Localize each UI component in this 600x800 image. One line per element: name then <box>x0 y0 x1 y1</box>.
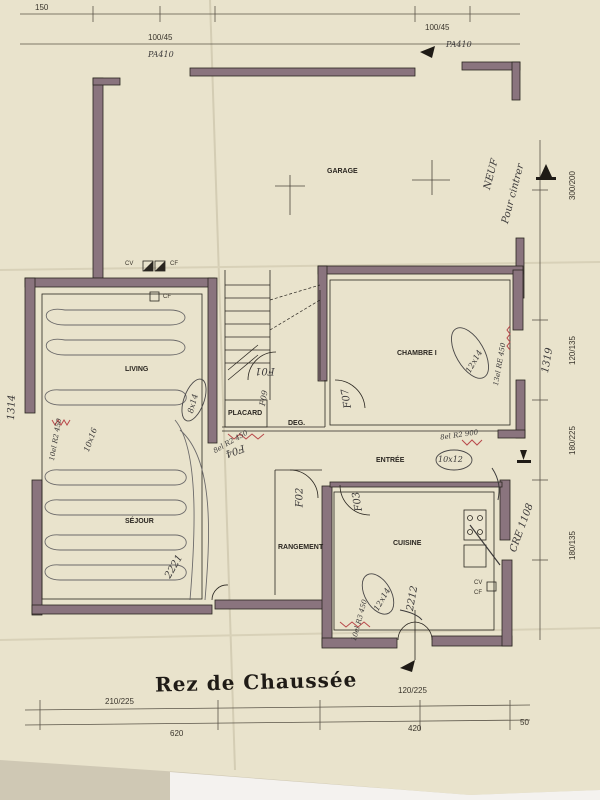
garage-wall-left <box>92 77 104 279</box>
dim-right-180-225: 180/225 <box>568 426 577 455</box>
inner-partitions <box>41 270 511 631</box>
room-label-entree: ENTRÉE <box>376 457 405 464</box>
chambre-wall-right-upper <box>512 269 524 331</box>
label-cf-2: CF <box>163 294 171 300</box>
chambre-wall-corner <box>497 429 526 439</box>
dim-bottom-620: 620 <box>170 729 184 738</box>
cuisine-wall-bottom-right <box>431 635 513 647</box>
living-wall-left-upper <box>24 277 36 414</box>
cuisine-wall-left <box>321 485 333 647</box>
room-label-chambre: CHAMBRE I <box>397 350 437 357</box>
section-markers <box>400 46 556 672</box>
door-swings <box>211 351 433 660</box>
dimension-lines-top <box>20 6 548 640</box>
cuisine-wall-bottom-left <box>321 637 398 649</box>
dim-top-150: 150 <box>35 3 49 12</box>
kitchen-fixtures <box>463 509 501 568</box>
note-pa410-right: PA410 <box>446 40 472 49</box>
walls <box>24 61 526 649</box>
paper-fold-vertical <box>209 0 236 771</box>
placard-outline <box>224 399 268 428</box>
room-label-deg: DEG. <box>288 420 306 427</box>
label-cv-2: CV <box>474 580 483 586</box>
note-pa410-left: PA410 <box>148 50 174 59</box>
living-heating-loops <box>44 308 209 601</box>
room-label-placard: PLACARD <box>228 410 263 417</box>
note-1314: 1314 <box>6 394 18 421</box>
dim-right-120-135: 120/135 <box>568 336 577 365</box>
note-10x12-entree: 10x12 <box>438 455 463 464</box>
pencil-arrows <box>399 467 500 621</box>
living-wall-bottom <box>31 604 213 615</box>
garage-wall-top-left <box>92 77 121 86</box>
dim-bottom-50: 50 <box>520 718 529 727</box>
garage-wall-top <box>189 67 416 77</box>
label-cf-3: CF <box>474 590 482 596</box>
dim-top-right-opening: 100/45 <box>425 23 450 32</box>
door-label-f02: F02 <box>294 487 306 508</box>
living-wall-left-lower <box>31 479 43 616</box>
cv-cf-boxes <box>142 260 497 592</box>
garage-wall-top-right <box>461 61 521 71</box>
label-cf-1: CF <box>170 261 178 267</box>
paper-fold-lower <box>0 627 600 641</box>
room-label-rangement: RANGEMENT <box>278 544 324 551</box>
cuisine-wall-top <box>329 481 503 488</box>
radiators <box>51 325 511 628</box>
living-wall-top <box>24 277 216 288</box>
living-wall-right <box>207 277 218 444</box>
staircase <box>225 284 321 381</box>
chambre-wall-left <box>317 265 328 382</box>
dim-bottom-420: 420 <box>408 724 422 733</box>
room-label-cuisine: CUISINE <box>393 540 422 547</box>
paper-under <box>170 772 600 800</box>
dimension-lines-bottom <box>24 700 531 730</box>
room-label-sejour: SÉJOUR <box>125 518 154 525</box>
dim-right-300-200: 300/200 <box>568 171 577 200</box>
door-label-f01: F01 <box>255 365 275 376</box>
room-label-living: LIVING <box>125 366 149 373</box>
room-label-garage: GARAGE <box>327 168 358 175</box>
cuisine-wall-right-upper <box>499 479 511 541</box>
garage-marks <box>275 160 450 215</box>
dim-bottom-210-225: 210/225 <box>105 697 134 706</box>
dim-bottom-120-225: 120/225 <box>398 686 427 695</box>
dim-top-left-opening: 100/45 <box>148 33 173 42</box>
cuisine-wall-right-lower <box>501 559 513 647</box>
chambre-wall-top <box>317 265 524 275</box>
rangement-wall-bottom <box>214 599 331 610</box>
garage-wall-right-upper <box>511 61 521 101</box>
chambre-wall-right-lower <box>515 379 526 439</box>
dim-right-180-135: 180/135 <box>568 531 577 560</box>
label-cv-1: CV <box>125 261 134 267</box>
pencil-circles <box>181 327 489 615</box>
